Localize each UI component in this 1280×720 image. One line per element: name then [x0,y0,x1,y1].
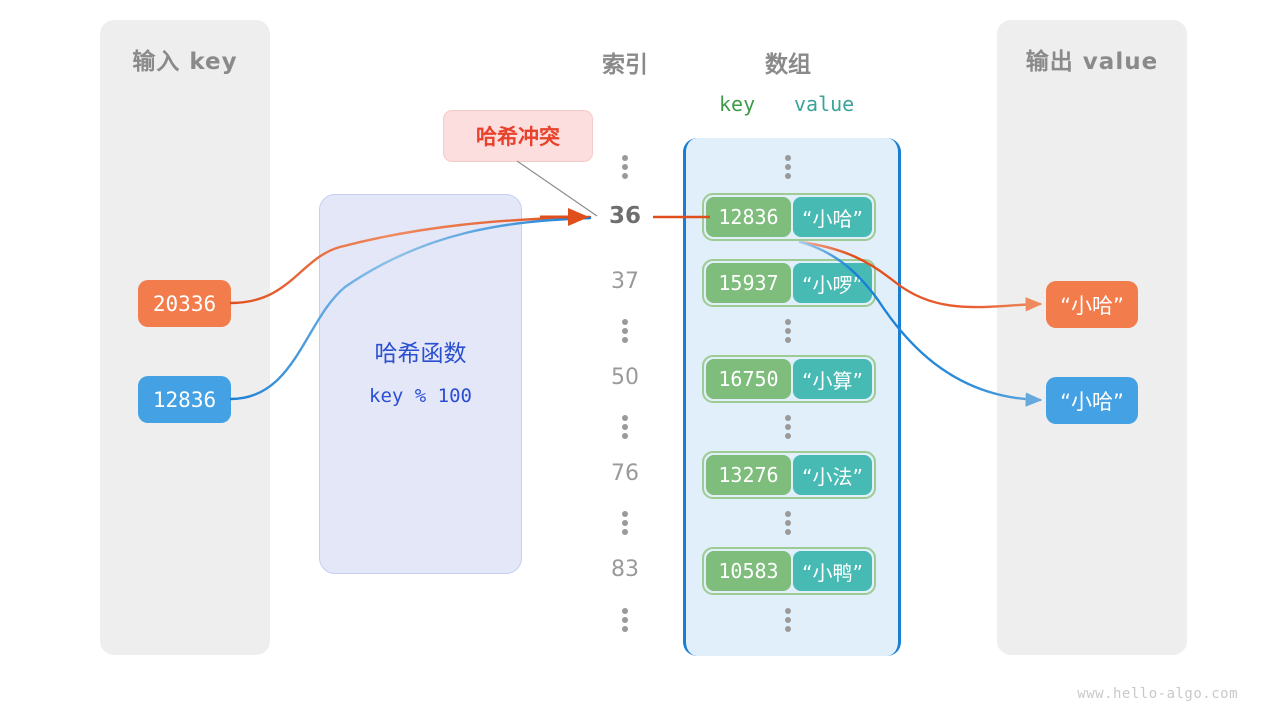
output-value-box-0: “小哈” [1046,281,1138,328]
bucket-value-36: “小哈” [792,197,872,237]
index-ellipsis [622,155,628,179]
index-ellipsis [622,319,628,343]
watermark: www.hello-algo.com [1077,686,1238,702]
array-bucket-36: 12836“小哈” [702,193,876,241]
array-ellipsis [785,415,791,439]
array-ellipsis [785,608,791,632]
key-column-header: key [719,92,756,116]
index-column-title: 索引 [602,52,648,78]
array-bucket-50: 16750“小算” [702,355,876,403]
bucket-key-76: 13276 [706,455,791,495]
hash-collision-badge: 哈希冲突 [443,110,593,162]
bucket-value-83: “小鸭” [792,551,872,591]
output-value-box-1: “小哈” [1046,377,1138,424]
bucket-value-50: “小算” [792,359,872,399]
array-index-label-37: 37 [611,269,639,294]
array-ellipsis [785,319,791,343]
bucket-key-37: 15937 [706,263,791,303]
input-key-box-1: 12836 [138,376,231,423]
bucket-value-76: “小法” [792,455,872,495]
bucket-key-36: 12836 [706,197,791,237]
bucket-key-50: 16750 [706,359,791,399]
value-column-header: value [794,92,855,116]
array-bucket-37: 15937“小啰” [702,259,876,307]
hash-function-box: 哈希函数 key % 100 [319,194,522,574]
array-ellipsis [785,511,791,535]
index-ellipsis [622,511,628,535]
output-value-panel: 输出 value [997,20,1187,655]
array-bucket-83: 10583“小鸭” [702,547,876,595]
hash-function-expression: key % 100 [369,385,472,407]
array-index-label-83: 83 [611,557,639,582]
array-index-label-50: 50 [611,365,639,390]
input-key-panel: 输入 key [100,20,270,655]
output-panel-title: 输出 value [1025,49,1159,75]
input-key-box-0: 20336 [138,280,231,327]
array-bucket-76: 13276“小法” [702,451,876,499]
input-panel-title: 输入 key [132,49,238,75]
array-ellipsis [785,155,791,179]
bucket-value-37: “小啰” [792,263,872,303]
bucket-key-83: 10583 [706,551,791,591]
array-index-label-36: 36 [608,203,641,229]
hash-function-title: 哈希函数 [374,341,467,367]
index-ellipsis [622,608,628,632]
array-column-title: 数组 [765,52,811,78]
index-ellipsis [622,415,628,439]
array-index-label-76: 76 [611,461,639,486]
